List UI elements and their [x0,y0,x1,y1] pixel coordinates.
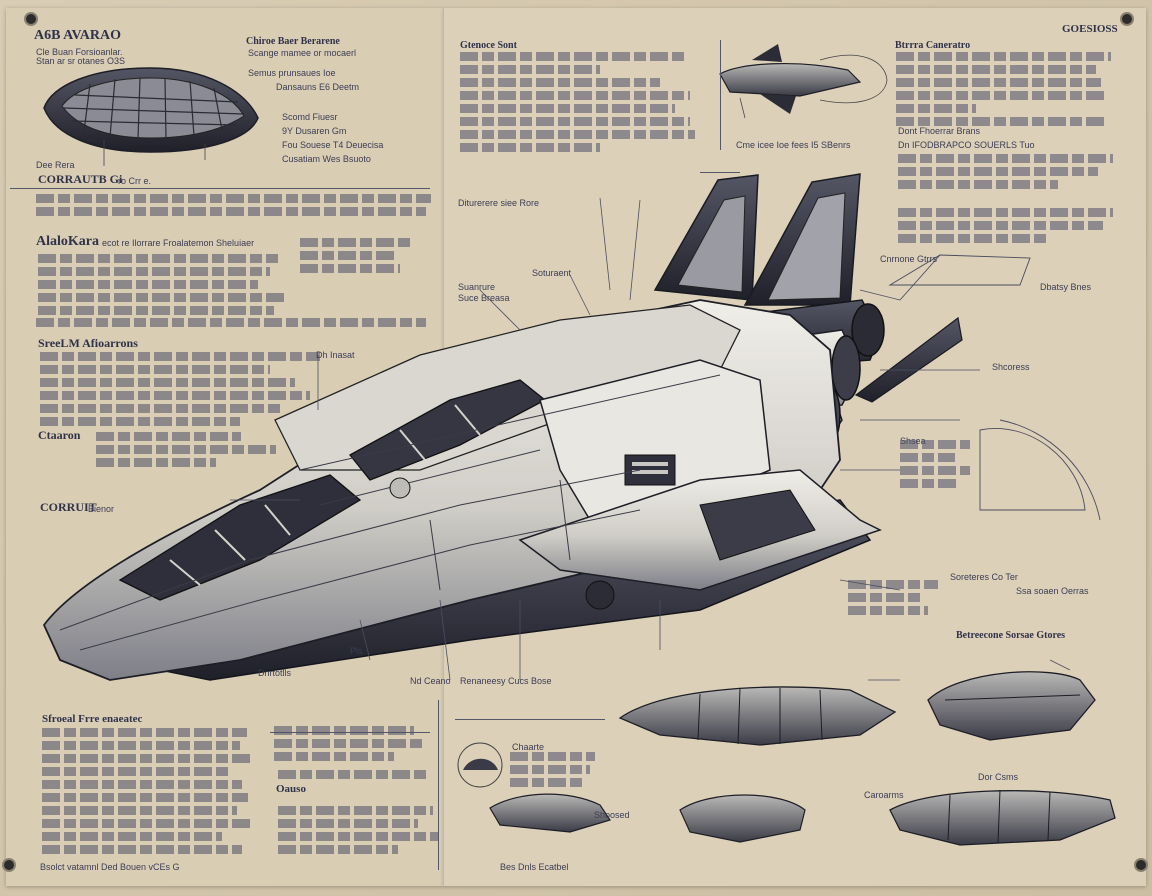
spec-label: Cusatiam Wes Bsuoto [282,154,371,164]
section-label: Dont Fhoerrar Brans [898,126,981,136]
callout-label: Ssa soaen Oerras [1016,586,1089,596]
callout-label: Shoosed [594,810,630,820]
callout-label: Chaarte [512,742,545,752]
page-title: A6B AVARAO [34,28,122,43]
callout-label: Shcoress [992,362,1030,372]
section-rule [700,172,740,173]
body-text-block [42,728,252,858]
spec-label: Fou Souese T4 Deuecisa [282,140,384,150]
section-label: Dn IFODBRAPCO SOUERLS Tuo [898,140,1035,150]
spec-label: Scomd Fiuesr [282,112,338,122]
section-heading: SreeLM Afioarrons [38,336,138,350]
callout-label: Caroarms [864,790,904,800]
section-heading: Ctaaron [38,428,81,442]
section-heading: Btrrra Caneratro [895,40,971,51]
body-text-block [510,752,600,791]
section-heading: Sfroeal Frre enaeatec [42,713,143,725]
section-heading: CORRAUTB Gi [38,172,123,186]
callout-label: Cme icee Ioe fees I5 SBenrs [736,140,851,150]
diagram-arcs [888,254,1101,521]
spec-line: Dansauns E6 Deetm [276,82,360,92]
callout-label: Diturerere siee Rore [458,198,540,208]
section-rule [438,700,439,870]
callout-label: Dbatsy Bnes [1040,282,1092,292]
body-text-block [900,440,980,492]
section-subheading: ecot re Ilorrare Froalatemon Sheluiaer [102,238,255,248]
body-text-block [36,194,431,220]
section-heading: CORRUIT [40,500,97,514]
section-rule [720,40,721,150]
section-heading: AlaloKara [36,234,99,249]
bottom-caption: Bsolct vatamnl Ded Bouen vCEs G [40,862,180,872]
top-right-heading: Chiroe Baer Berarene [246,36,340,47]
callout-label: Dnrtotlls [258,668,292,678]
body-text-block [898,154,1118,247]
body-text-block [36,318,426,331]
spec-label: 9Y Dusaren Gm [282,126,347,136]
sheet-code: GOESIOSS [1062,23,1118,35]
section-heading: Oauso [276,783,306,795]
callout-label: Soreteres Co Ter [950,572,1018,582]
spec-line: Scange mamee or mocaerl [248,48,357,58]
section-rule [10,188,430,189]
top-right-ship-drawing [719,44,888,119]
title-subtitle: Cle Buan Forsioanlar. [36,47,123,57]
section-rule [455,719,605,720]
callout-label: Bes Dnls Ecatbel [500,862,569,872]
body-text-block [96,432,276,471]
pushpin [26,14,36,24]
section-subheading: ro Crr e. [118,176,152,186]
body-text-block [300,238,420,277]
pushpin [1136,860,1146,870]
section-heading: Gtenoce Sont [460,40,517,51]
section-heading: Betreecone Sorsae Gtores [956,630,1066,641]
callout-label: Cnrnone Gtrrs [880,254,938,264]
callout-label: Renaneesy Cucs Bose [460,676,552,686]
callout-label: Dee Rera [36,160,75,170]
callout-label: Nd Ceano [410,676,451,686]
callout-label: Pls [350,646,363,656]
pushpin [1122,14,1132,24]
bottom-ship-drawings [457,671,1116,846]
body-text-block [460,52,695,156]
body-text-block [848,580,948,619]
spec-line: Semus prunsaues Ioe [248,68,336,78]
body-text-block [38,254,288,319]
callout-label: Suanrure [458,282,496,292]
callout-label: Soturaent [532,268,572,278]
body-text-block [274,726,424,765]
body-text-block [896,52,1116,130]
callout-label: Dor Csms [978,772,1018,782]
body-text-block [278,770,438,858]
callout-label: Dh Inasat [316,350,355,360]
top-left-ship-drawing [43,67,259,166]
title-subtitle-2: Stan ar sr otanes O3S [36,56,126,66]
section-subheading: Bienor [88,504,115,514]
body-text-block [40,352,320,430]
callout-label: Suce Breasa [458,293,510,303]
main-ship-drawing [42,173,963,681]
pushpin [4,860,14,870]
